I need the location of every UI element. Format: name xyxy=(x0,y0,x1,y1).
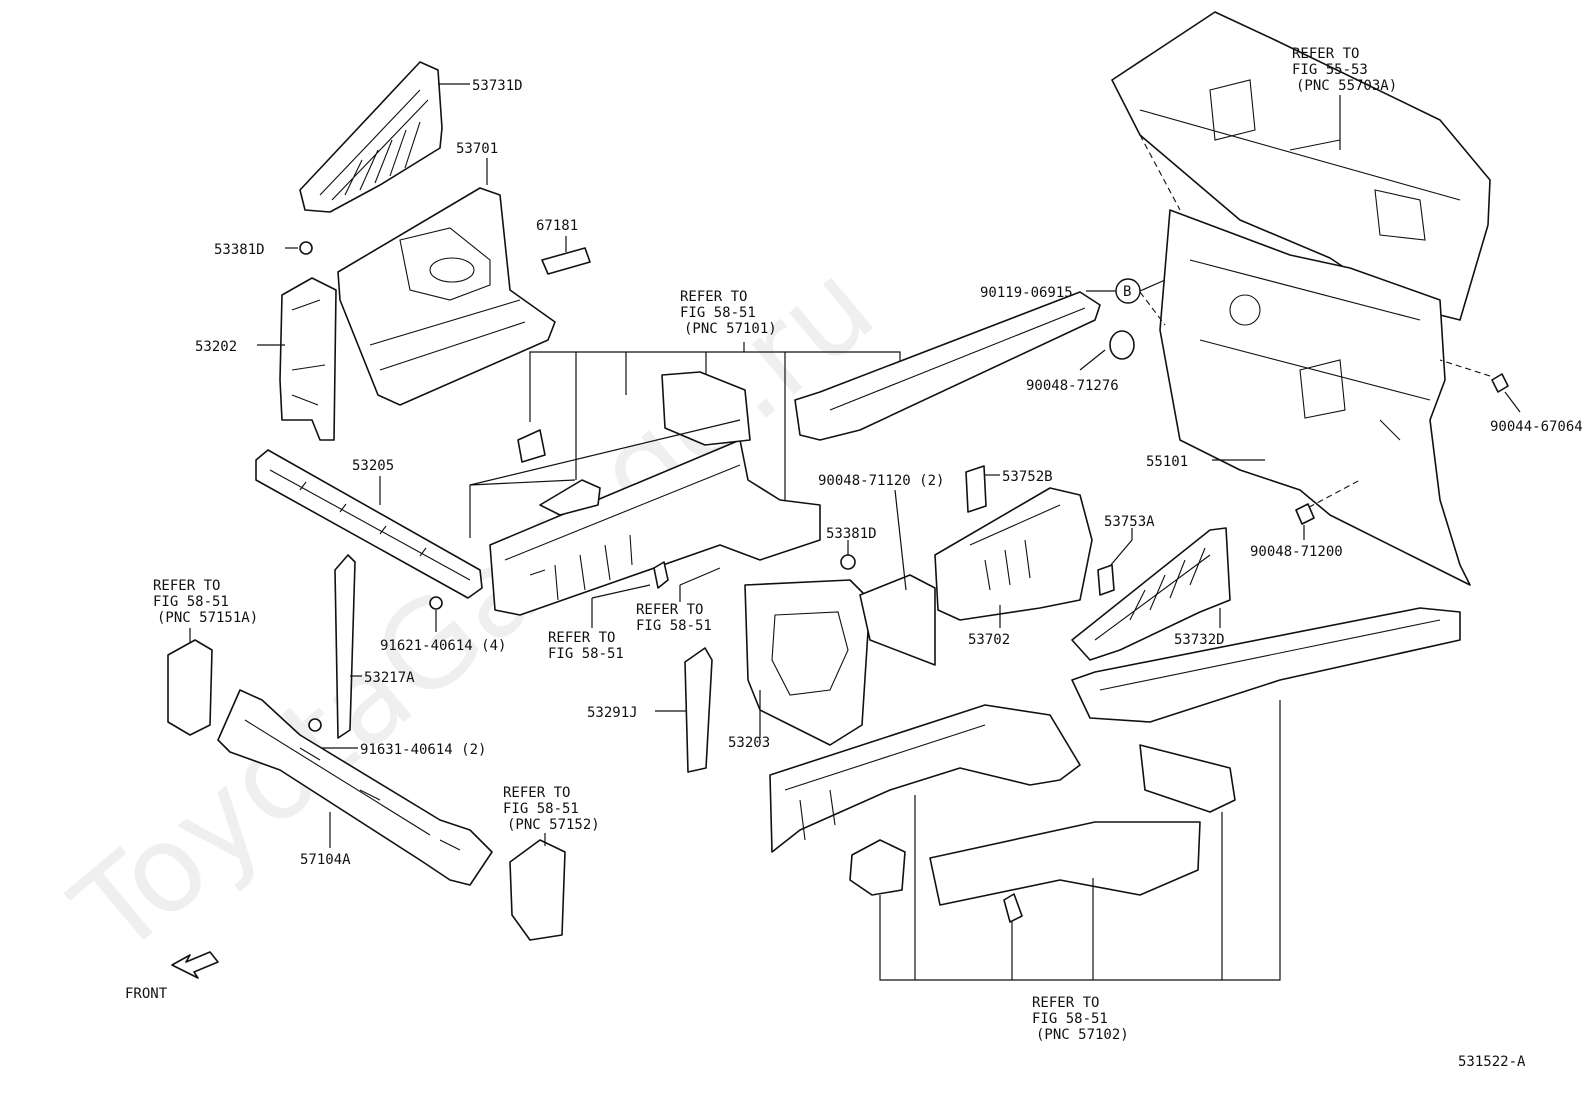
ref-58-51-b: REFER TO FIG 58-51 xyxy=(636,602,712,634)
part-53202-shape xyxy=(279,277,337,441)
label-53202: 53202 xyxy=(195,339,237,355)
svg-text:(PNC 55703A): (PNC 55703A) xyxy=(1296,78,1397,94)
svg-text:FIG 55-53: FIG 55-53 xyxy=(1292,62,1368,78)
part-grommet-shape xyxy=(1109,330,1135,360)
part-53753a-shape xyxy=(1097,564,1115,596)
part-53205-shape xyxy=(255,449,483,599)
part-53203-shape xyxy=(744,574,936,746)
label-90048-71120: 90048-71120 (2) xyxy=(818,473,944,489)
label-55101: 55101 xyxy=(1146,454,1188,470)
part-53291j-shape xyxy=(684,647,713,773)
part-53732d-shape xyxy=(1071,527,1231,661)
label-91631: 91631-40614 (2) xyxy=(360,742,486,758)
part-right-rail-shape xyxy=(1071,607,1461,723)
label-90048-71200: 90048-71200 xyxy=(1250,544,1343,560)
label-53702: 53702 xyxy=(968,632,1010,648)
ref-57101: REFER TO FIG 58-51 (PNC 57101) xyxy=(680,289,777,337)
circle-b-label: B xyxy=(1123,284,1131,300)
label-53381d-mid: 53381D xyxy=(826,526,877,542)
ref-58-51-a: REFER TO FIG 58-51 xyxy=(548,630,624,662)
svg-text:REFER TO: REFER TO xyxy=(1032,995,1099,1011)
svg-text:REFER TO: REFER TO xyxy=(636,602,703,618)
part-57104a-shape xyxy=(217,689,493,886)
svg-text:REFER TO: REFER TO xyxy=(548,630,615,646)
label-53701: 53701 xyxy=(456,141,498,157)
svg-text:(PNC 57152): (PNC 57152) xyxy=(507,817,600,833)
part-53752b-shape xyxy=(965,465,987,513)
svg-text:FIG 58-51: FIG 58-51 xyxy=(153,594,229,610)
svg-text:FIG 58-51: FIG 58-51 xyxy=(680,305,756,321)
label-53381d-top: 53381D xyxy=(214,242,265,258)
svg-text:(PNC 57151A): (PNC 57151A) xyxy=(157,610,258,626)
label-67181: 67181 xyxy=(536,218,578,234)
part-clip-71200 xyxy=(1295,503,1315,525)
ref-57102: REFER TO FIG 58-51 (PNC 57102) xyxy=(1032,995,1129,1043)
figure-code: 531522-A xyxy=(1458,1054,1526,1070)
svg-text:(PNC 57102): (PNC 57102) xyxy=(1036,1027,1129,1043)
front-arrow-icon xyxy=(171,951,219,979)
part-67181-shape xyxy=(541,247,591,275)
label-91621: 91621-40614 (4) xyxy=(380,638,506,654)
label-90048-71276: 90048-71276 xyxy=(1026,378,1119,394)
label-53731d: 53731D xyxy=(472,78,523,94)
part-clip-67064 xyxy=(1491,373,1509,393)
part-57151a-shape xyxy=(167,639,213,736)
label-53205: 53205 xyxy=(352,458,394,474)
svg-text:FIG 58-51: FIG 58-51 xyxy=(503,801,579,817)
part-57102-shape xyxy=(769,704,1236,923)
ref-57151a: REFER TO FIG 58-51 (PNC 57151A) xyxy=(153,578,258,626)
part-ref-small-bracket xyxy=(653,561,669,589)
label-90119: 90119-06915 xyxy=(980,285,1073,301)
part-57101-shape xyxy=(489,371,821,616)
ref-57152: REFER TO FIG 58-51 (PNC 57152) xyxy=(503,785,600,833)
part-55101-shape xyxy=(1159,209,1471,586)
svg-text:FIG 58-51: FIG 58-51 xyxy=(1032,1011,1108,1027)
label-53752b: 53752B xyxy=(1002,469,1053,485)
label-57104a: 57104A xyxy=(300,852,351,868)
svg-text:REFER TO: REFER TO xyxy=(503,785,570,801)
ref-55703a: REFER TO FIG 55-53 (PNC 55703A) xyxy=(1292,46,1397,94)
svg-text:FIG 58-51: FIG 58-51 xyxy=(548,646,624,662)
label-53732d: 53732D xyxy=(1174,632,1225,648)
svg-text:(PNC 57101): (PNC 57101) xyxy=(684,321,777,337)
part-53731d-shape xyxy=(299,61,443,213)
label-53217a: 53217A xyxy=(364,670,415,686)
part-57152-shape xyxy=(509,839,566,941)
label-53291j: 53291J xyxy=(587,705,638,721)
part-upper-rail-shape xyxy=(794,291,1101,441)
label-53203: 53203 xyxy=(728,735,770,751)
label-90044: 90044-67064 xyxy=(1490,419,1583,435)
part-53702-shape xyxy=(934,487,1093,621)
label-53753a: 53753A xyxy=(1104,514,1155,530)
part-53701-shape xyxy=(337,187,556,406)
part-cowl-shape xyxy=(1111,11,1491,321)
svg-text:REFER TO: REFER TO xyxy=(680,289,747,305)
front-label: FRONT xyxy=(125,986,168,1002)
svg-text:FIG 58-51: FIG 58-51 xyxy=(636,618,712,634)
svg-text:REFER TO: REFER TO xyxy=(153,578,220,594)
svg-text:REFER TO: REFER TO xyxy=(1292,46,1359,62)
part-53217a-shape xyxy=(334,554,356,739)
